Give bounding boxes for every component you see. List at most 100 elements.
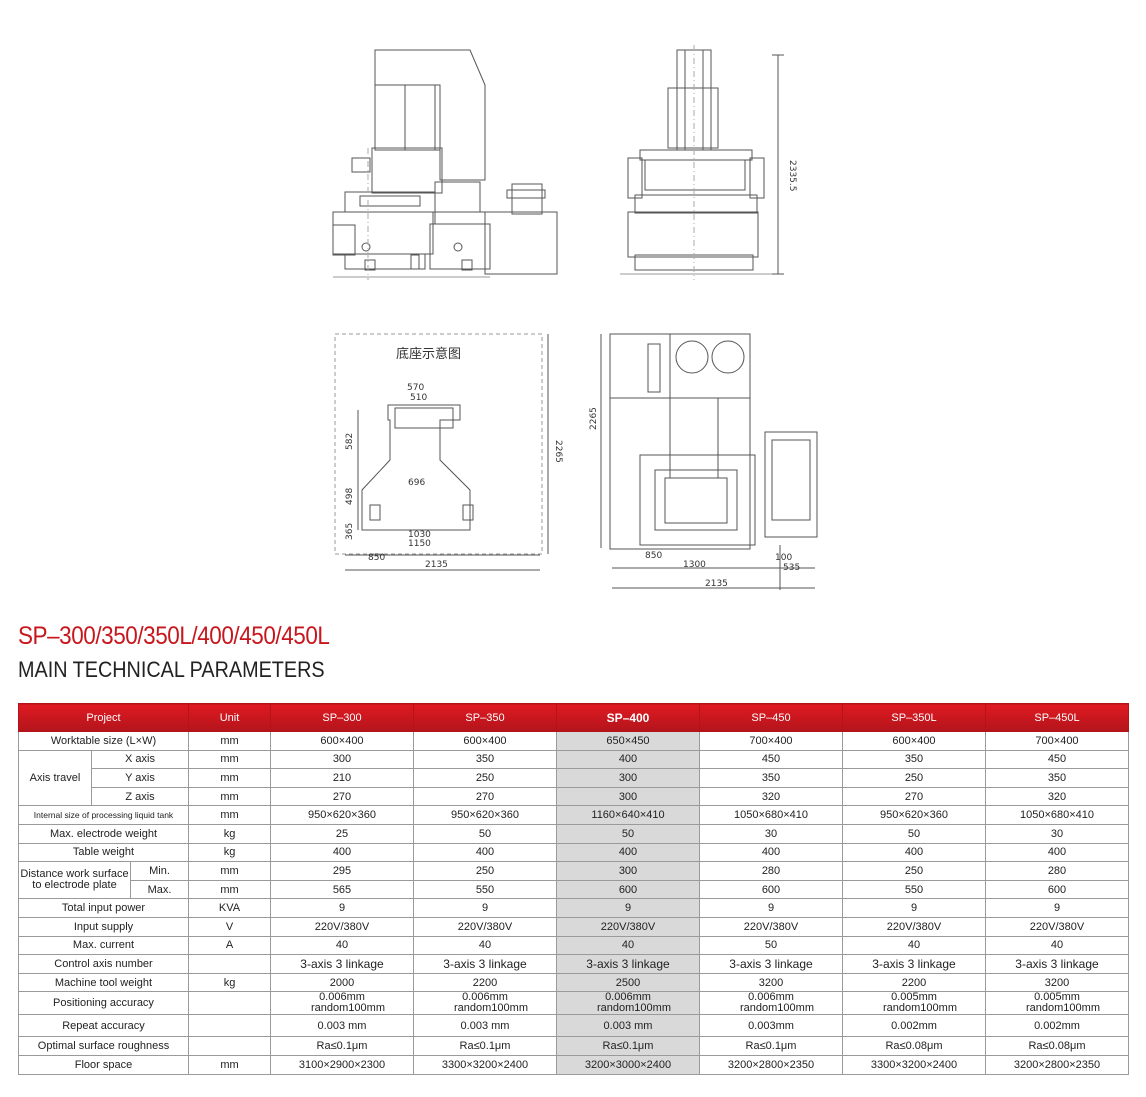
table-row: Input supply V 220V/380V 220V/380V 220V/…: [18, 916, 1129, 937]
cell: 3-axis 3 linkage: [413, 954, 557, 974]
cell: 250: [842, 861, 986, 881]
cell: 220V/380V: [556, 916, 700, 937]
cell: Ra≤0.1μm: [556, 1036, 700, 1056]
cell: 40: [413, 935, 557, 956]
header-sp-400: SP–400: [556, 703, 700, 732]
dim-1300: 1300: [683, 560, 706, 570]
height-dimension: 2335.5: [787, 160, 797, 192]
cell: 400: [556, 749, 700, 770]
table-row: Machine tool weight kg 2000 2200 2500 32…: [18, 972, 1129, 993]
dim-696: 696: [408, 478, 425, 488]
cell: 0.002mm: [985, 1014, 1129, 1038]
cell: 220V/380V: [413, 916, 557, 937]
cell: 3200×2800×2350: [985, 1054, 1129, 1075]
row-label: Max. current: [18, 935, 189, 956]
row-label: Max. electrode weight: [18, 823, 189, 844]
dim-510: 510: [410, 393, 427, 403]
dim-365: 365: [345, 523, 355, 540]
table-row: Control axis number 3-axis 3 linkage 3-a…: [18, 954, 1129, 974]
cell: 270: [413, 786, 557, 807]
cell: 565: [270, 879, 414, 900]
cell: 50: [699, 935, 843, 956]
dim-2265-plan: 2265: [589, 407, 599, 430]
cell: 0.006mm random100mm: [699, 991, 843, 1016]
cell: Ra≤0.08μm: [985, 1036, 1129, 1056]
cell: 600: [985, 879, 1129, 900]
side-view-drawing: [620, 45, 784, 280]
row-label: Z axis: [91, 786, 189, 807]
cell: 3100×2900×2300: [270, 1054, 414, 1075]
row-unit: [188, 991, 271, 1016]
row-unit: mm: [188, 786, 271, 807]
row-label: Positioning accuracy: [18, 991, 189, 1016]
table-row: Optimal surface roughness Ra≤0.1μm Ra≤0.…: [18, 1036, 1129, 1056]
header-sp-450: SP–450: [699, 703, 843, 732]
cell: 350: [413, 749, 557, 770]
cell: 3-axis 3 linkage: [985, 954, 1129, 974]
cell: 0.006mm random100mm: [270, 991, 414, 1016]
row-unit: mm: [188, 879, 271, 900]
base-label: 底座示意图: [396, 346, 461, 362]
cell: 9: [413, 898, 557, 918]
section-subtitle: MAIN TECHNICAL PARAMETERS: [18, 657, 325, 682]
cell: 2500: [556, 972, 700, 993]
row-label: Total input power: [18, 898, 189, 918]
cell: 450: [699, 749, 843, 770]
cell: 950×620×360: [842, 805, 986, 825]
cell: 9: [556, 898, 700, 918]
cell: 320: [985, 786, 1129, 807]
cell: 700×400: [699, 731, 843, 751]
table-row: Max. mm 565 550 600 600 550 600: [19, 879, 1129, 900]
base-plan-drawing: [334, 333, 549, 571]
machine-drawings-svg: 2335.5 底座示意图 570 510 582 696 498 365 103…: [332, 45, 818, 590]
cell: 0.003mm: [699, 1014, 843, 1038]
table-row: Table weight kg 400 400 400 400 400 400: [18, 842, 1129, 863]
cell: 650×450: [556, 731, 700, 751]
dim-100: 100: [775, 553, 792, 563]
row-unit: mm: [188, 749, 271, 770]
cell: 600×400: [842, 731, 986, 751]
dim-570: 570: [407, 383, 424, 393]
cell: 0.005mm random100mm: [985, 991, 1129, 1016]
cell: 1050×680×410: [699, 805, 843, 825]
cell: 3-axis 3 linkage: [842, 954, 986, 974]
cell: 40: [270, 935, 414, 956]
cell: 550: [413, 879, 557, 900]
cell: 2000: [270, 972, 414, 993]
row-label: Control axis number: [18, 954, 189, 974]
cell: 295: [270, 861, 414, 881]
table-row: Repeat accuracy 0.003 mm 0.003 mm 0.003 …: [18, 1014, 1129, 1038]
cell: 350: [699, 768, 843, 788]
row-group-label: Distance work surface to electrode plate: [18, 861, 131, 900]
cell: 3300×3200×2400: [413, 1054, 557, 1075]
cell: 1160×640×410: [556, 805, 700, 825]
cell: 950×620×360: [270, 805, 414, 825]
table-row: Positioning accuracy 0.006mm random100mm…: [18, 991, 1129, 1016]
row-label: Machine tool weight: [18, 972, 189, 993]
model-title: SP–300/350/350L/400/450/450L: [18, 622, 330, 650]
header-row: Project Unit SP–300 SP–350 SP–400 SP–450…: [18, 703, 1129, 732]
cell: 350: [985, 768, 1129, 788]
row-unit: mm: [188, 805, 271, 825]
cell: 3-axis 3 linkage: [556, 954, 700, 974]
cell: Ra≤0.08μm: [842, 1036, 986, 1056]
row-label: Internal size of processing liquid tank: [18, 805, 189, 825]
table-row: Max. current A 40 40 40 50 40 40: [18, 935, 1129, 956]
cell: 220V/380V: [985, 916, 1129, 937]
table-row: Internal size of processing liquid tank …: [18, 805, 1129, 825]
cell: 950×620×360: [413, 805, 557, 825]
dim-850: 850: [368, 553, 385, 563]
cell: 400: [556, 842, 700, 863]
cell: 400: [699, 842, 843, 863]
header-sp-450l: SP–450L: [985, 703, 1129, 732]
cell: 50: [842, 823, 986, 844]
cell: 600×400: [413, 731, 557, 751]
cell: Ra≤0.1μm: [270, 1036, 414, 1056]
cell: 400: [413, 842, 557, 863]
dim-498: 498: [345, 488, 355, 505]
cell: 210: [270, 768, 414, 788]
cell: 400: [270, 842, 414, 863]
front-view-drawing: [332, 49, 558, 280]
header-sp-350l: SP–350L: [842, 703, 986, 732]
cell: 40: [985, 935, 1129, 956]
